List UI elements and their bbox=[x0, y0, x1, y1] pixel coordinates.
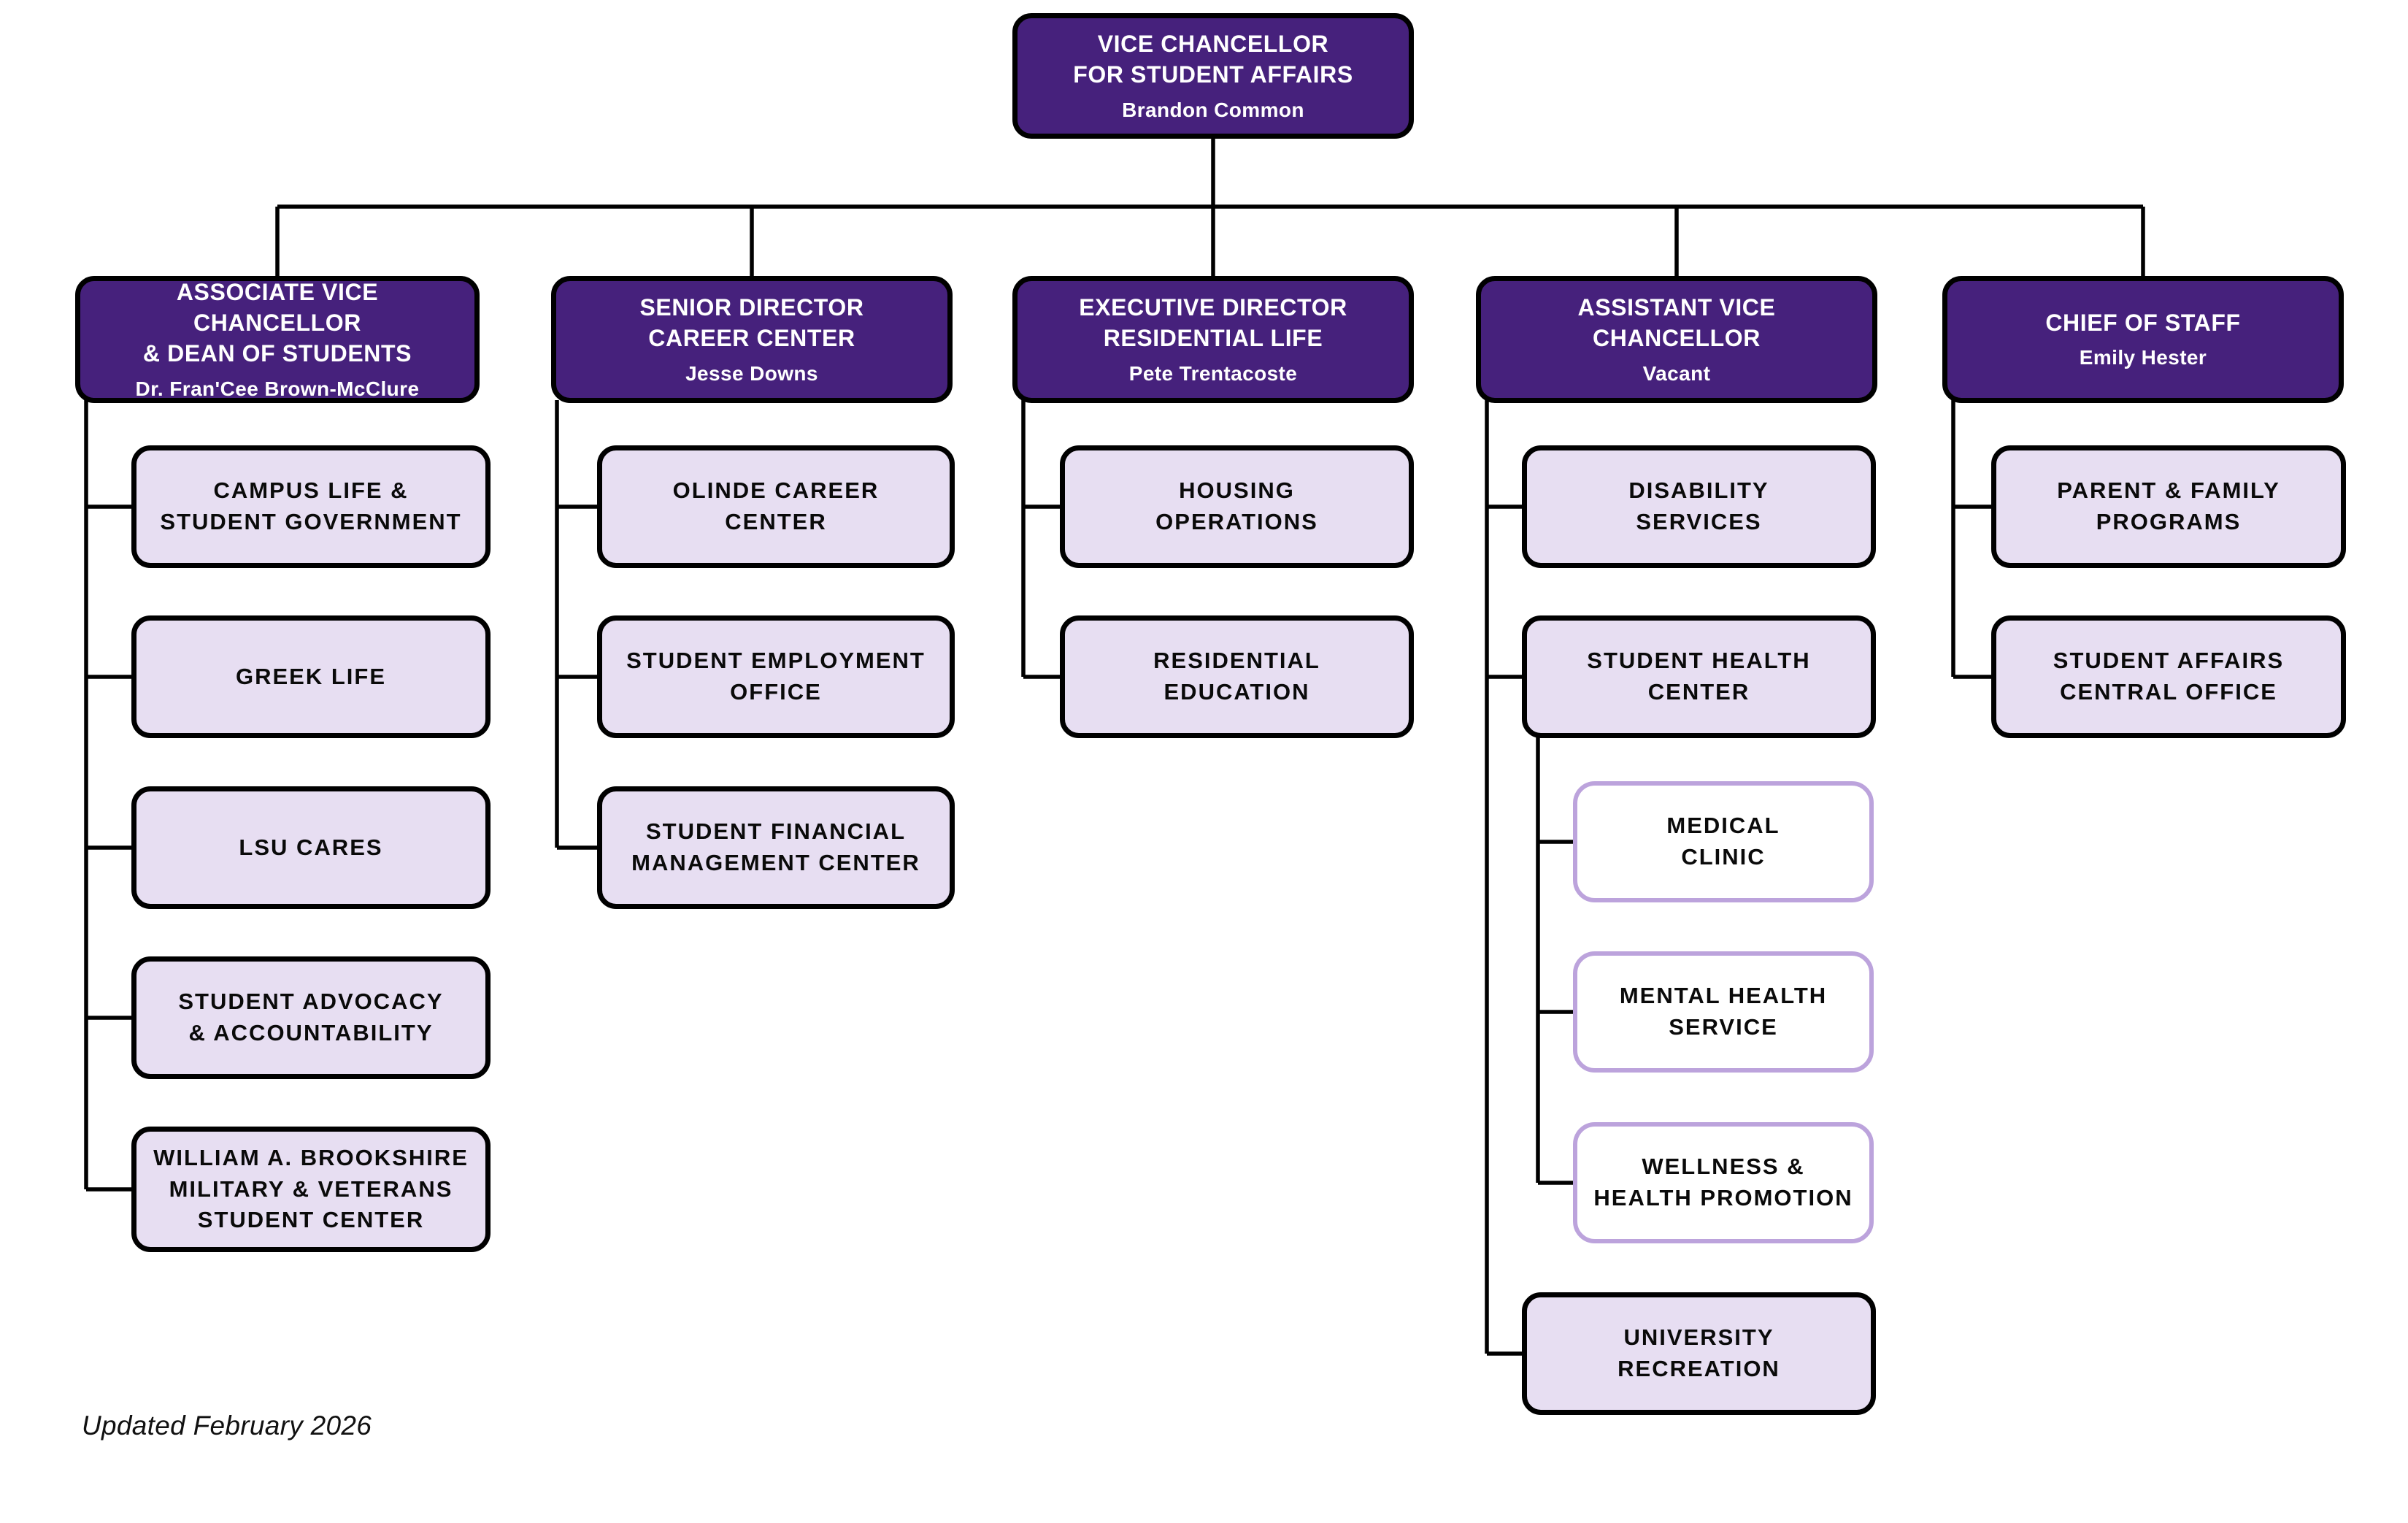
org-box-olinde-career-center: OLINDE CAREER CENTER bbox=[597, 445, 955, 568]
org-box-assistant-vice-chancellor: ASSISTANT VICE CHANCELLOR Vacant bbox=[1476, 276, 1877, 403]
role-title: ASSOCIATE VICE CHANCELLOR & DEAN OF STUD… bbox=[142, 278, 412, 367]
unit-label: STUDENT AFFAIRS CENTRAL OFFICE bbox=[2053, 648, 2285, 705]
unit-label: STUDENT ADVOCACY & ACCOUNTABILITY bbox=[178, 989, 444, 1046]
role-title: EXECUTIVE DIRECTOR RESIDENTIAL LIFE bbox=[1079, 294, 1347, 352]
unit-label: GREEK LIFE bbox=[235, 663, 386, 689]
unit-label: MENTAL HEALTH SERVICE bbox=[1619, 983, 1828, 1040]
org-box-student-affairs-central-office: STUDENT AFFAIRS CENTRAL OFFICE bbox=[1991, 615, 2346, 738]
person-name: Emily Hester bbox=[2079, 346, 2207, 369]
unit-label: OLINDE CAREER CENTER bbox=[672, 477, 880, 534]
org-box-executive-director-residential-life: EXECUTIVE DIRECTOR RESIDENTIAL LIFE Pete… bbox=[1012, 276, 1414, 403]
unit-label: MEDICAL CLINIC bbox=[1666, 813, 1780, 870]
person-name: Vacant bbox=[1642, 361, 1711, 385]
org-box-campus-life: CAMPUS LIFE & STUDENT GOVERNMENT bbox=[131, 445, 491, 568]
org-box-student-advocacy: STUDENT ADVOCACY & ACCOUNTABILITY bbox=[131, 956, 491, 1079]
unit-label: PARENT & FAMILY PROGRAMS bbox=[2057, 477, 2280, 534]
unit-label: DISABILITY SERVICES bbox=[1628, 477, 1769, 534]
org-box-student-employment-office: STUDENT EMPLOYMENT OFFICE bbox=[597, 615, 955, 738]
unit-label: STUDENT FINANCIAL MANAGEMENT CENTER bbox=[631, 818, 920, 875]
unit-label: CAMPUS LIFE & STUDENT GOVERNMENT bbox=[160, 477, 462, 534]
org-box-student-financial-management: STUDENT FINANCIAL MANAGEMENT CENTER bbox=[597, 786, 955, 909]
org-box-medical-clinic: MEDICAL CLINIC bbox=[1573, 781, 1874, 902]
unit-label: STUDENT HEALTH CENTER bbox=[1587, 648, 1811, 705]
org-box-student-health-center: STUDENT HEALTH CENTER bbox=[1522, 615, 1876, 738]
updated-date-label: Updated February 2026 bbox=[82, 1411, 372, 1440]
org-box-parent-family-programs: PARENT & FAMILY PROGRAMS bbox=[1991, 445, 2346, 568]
org-box-residential-education: RESIDENTIAL EDUCATION bbox=[1060, 615, 1414, 738]
org-box-wellness-health-promotion: WELLNESS & HEALTH PROMOTION bbox=[1573, 1122, 1874, 1243]
org-box-greek-life: GREEK LIFE bbox=[131, 615, 491, 738]
unit-label: STUDENT EMPLOYMENT OFFICE bbox=[626, 648, 926, 705]
org-box-university-recreation: UNIVERSITY RECREATION bbox=[1522, 1292, 1876, 1415]
org-box-vice-chancellor: VICE CHANCELLOR FOR STUDENT AFFAIRS Bran… bbox=[1012, 13, 1414, 139]
org-box-military-veterans-center: WILLIAM A. BROOKSHIRE MILITARY & VETERAN… bbox=[131, 1127, 491, 1252]
unit-label: HOUSING OPERATIONS bbox=[1155, 477, 1318, 534]
person-name: Brandon Common bbox=[1122, 98, 1304, 121]
org-box-senior-director-career-center: SENIOR DIRECTOR CAREER CENTER Jesse Down… bbox=[551, 276, 953, 403]
unit-label: UNIVERSITY RECREATION bbox=[1617, 1324, 1780, 1381]
unit-label: WILLIAM A. BROOKSHIRE MILITARY & VETERAN… bbox=[153, 1144, 469, 1233]
person-name: Pete Trentacoste bbox=[1128, 361, 1298, 385]
org-box-chief-of-staff: CHIEF OF STAFF Emily Hester bbox=[1942, 276, 2344, 403]
org-box-mental-health-service: MENTAL HEALTH SERVICE bbox=[1573, 951, 1874, 1073]
person-name: Dr. Fran'Cee Brown-McClure bbox=[135, 377, 420, 400]
role-title: ASSISTANT VICE CHANCELLOR bbox=[1577, 294, 1776, 352]
role-title: VICE CHANCELLOR FOR STUDENT AFFAIRS bbox=[1073, 31, 1353, 88]
org-box-housing-operations: HOUSING OPERATIONS bbox=[1060, 445, 1414, 568]
role-title: CHIEF OF STAFF bbox=[2045, 310, 2241, 337]
org-box-associate-vice-chancellor-dean: ASSOCIATE VICE CHANCELLOR & DEAN OF STUD… bbox=[75, 276, 480, 403]
org-box-disability-services: DISABILITY SERVICES bbox=[1522, 445, 1876, 568]
role-title: SENIOR DIRECTOR CAREER CENTER bbox=[639, 294, 864, 352]
unit-label: WELLNESS & HEALTH PROMOTION bbox=[1593, 1154, 1853, 1211]
person-name: Jesse Downs bbox=[685, 361, 818, 385]
org-box-lsu-cares: LSU CARES bbox=[131, 786, 491, 909]
unit-label: LSU CARES bbox=[239, 834, 383, 860]
unit-label: RESIDENTIAL EDUCATION bbox=[1153, 648, 1320, 705]
